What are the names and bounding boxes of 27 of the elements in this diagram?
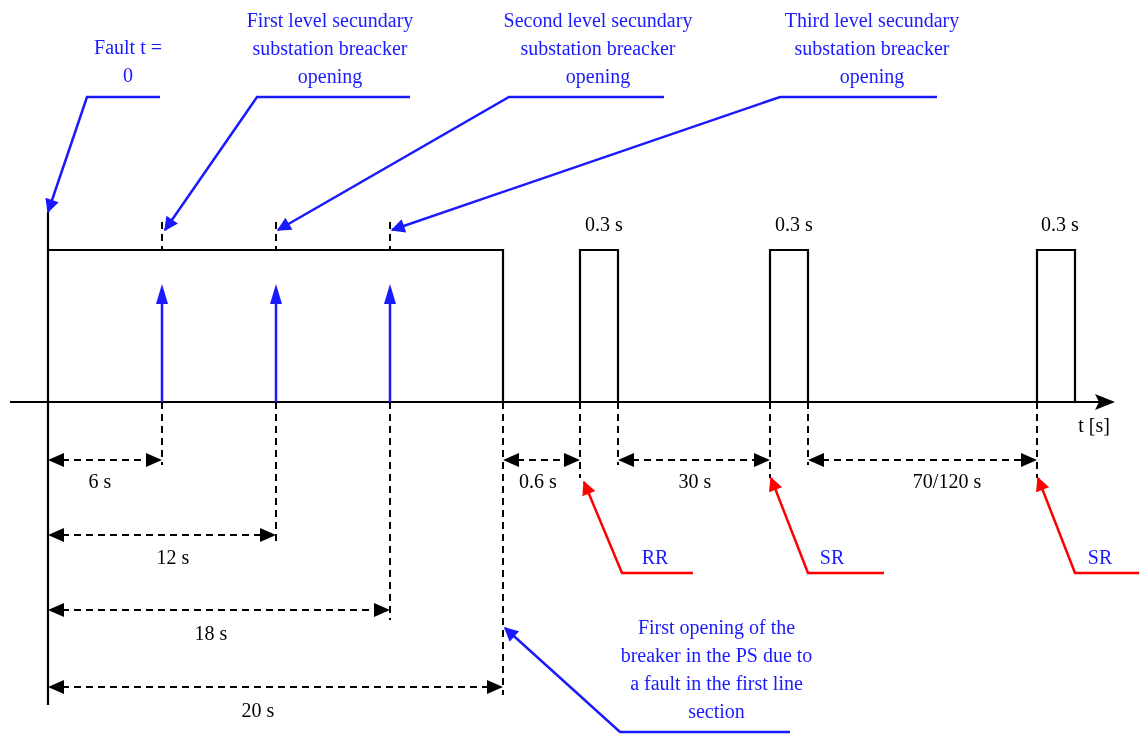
callout-text: First opening of the breaker in the PS due to a fault in the first line section	[614, 613, 819, 732]
leader-line	[769, 476, 884, 575]
axis-label: t [s]	[1078, 414, 1110, 436]
duration-label: 0.3 s	[775, 213, 813, 235]
dimension-label: 12 s	[156, 546, 190, 568]
leader-line	[582, 480, 693, 575]
leader-line	[45, 95, 160, 214]
leader-line	[276, 95, 664, 232]
leader-line	[1036, 476, 1139, 575]
callout-text: RR	[620, 543, 690, 573]
callout-text: SR	[780, 543, 884, 573]
callout-text: First level secundary substation breacker opening	[230, 6, 430, 97]
callout-text: Fault t = 0	[87, 33, 169, 97]
dimension-label: 6 s	[88, 470, 112, 492]
callout-text: SR	[1061, 543, 1139, 573]
callout-text: Third level secundary substation breacker opening	[772, 6, 972, 97]
dimension-label: 70/120 s	[912, 470, 982, 492]
duration-label: 0.3 s	[1041, 213, 1079, 235]
leader-line	[163, 95, 410, 232]
callout-text: Second level secundary substation breacker opening	[498, 6, 698, 97]
leader-line	[503, 627, 790, 734]
leader-line	[390, 95, 937, 233]
dimension-label: 30 s	[678, 470, 712, 492]
dimension-label: 18 s	[194, 622, 228, 644]
duration-label: 0.3 s	[585, 213, 623, 235]
dimension-label: 20 s	[241, 699, 275, 721]
dimension-label: 0.6 s	[519, 470, 557, 492]
